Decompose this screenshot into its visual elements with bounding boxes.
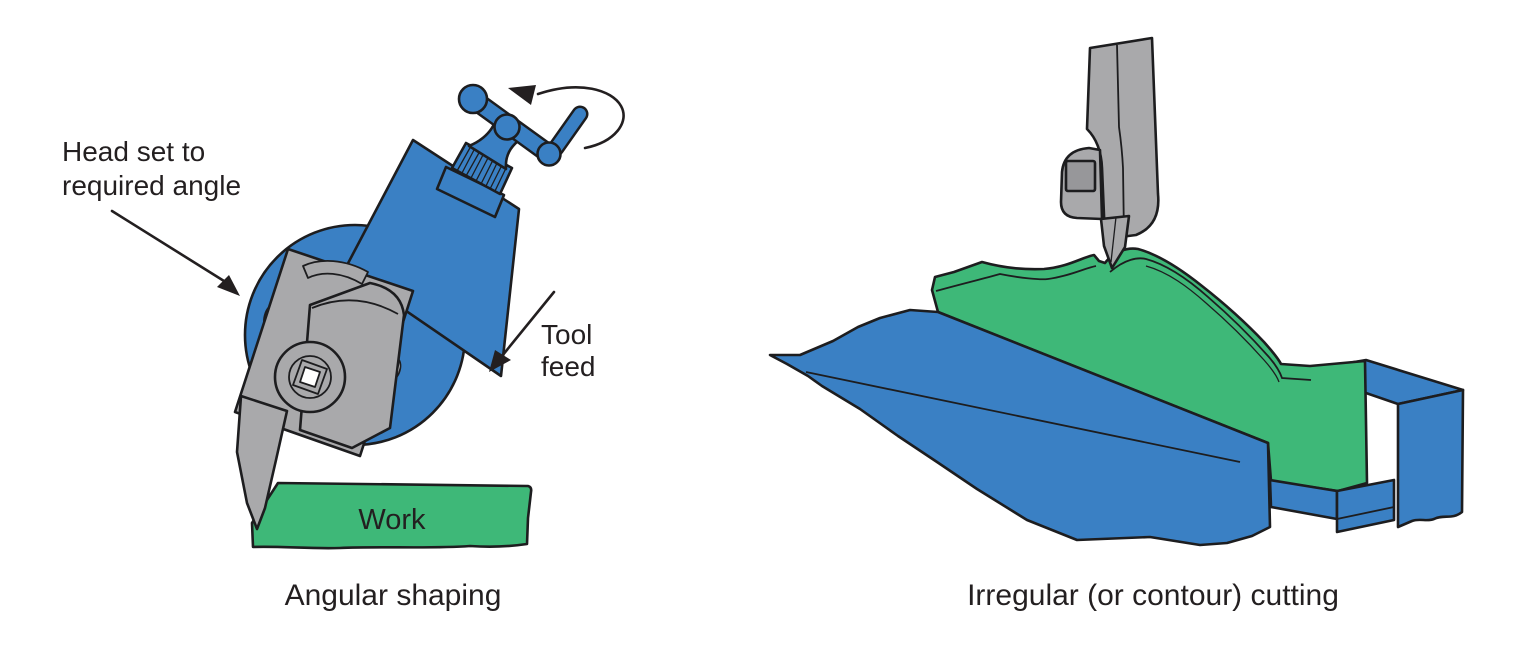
contour-workpiece bbox=[930, 247, 1369, 493]
head-angle-arrow-head bbox=[217, 275, 240, 296]
boss-square-hole bbox=[299, 366, 321, 388]
front-jaw-top-strip-line bbox=[805, 371, 1241, 463]
contour-ridge-line-double bbox=[1145, 265, 1280, 383]
contour-ridge-line-left bbox=[935, 265, 1097, 292]
step-block bbox=[1268, 478, 1396, 534]
dial-knurling bbox=[451, 142, 513, 195]
apron-ridge bbox=[311, 299, 399, 315]
tool-feed-line2: feed bbox=[541, 351, 596, 382]
tool-bit-edge-line bbox=[1110, 216, 1117, 263]
tool-post-boss-inner bbox=[288, 355, 332, 399]
tool-feed-arrow-head bbox=[489, 350, 511, 372]
vise-front-jaw bbox=[768, 308, 1272, 547]
contour-cutting-diagram: Irregular (or contour) cutting bbox=[768, 36, 1465, 612]
work-label: Work bbox=[358, 504, 426, 536]
step-edge-line bbox=[1336, 506, 1395, 520]
contour-ridge-line-right bbox=[1109, 257, 1312, 381]
tool-clamp-bolt bbox=[1064, 159, 1097, 193]
workpiece-shape bbox=[930, 247, 1369, 493]
head-label-line2: required angle bbox=[62, 170, 241, 201]
crank-ball-right bbox=[536, 141, 562, 167]
head-label-line1: Head set to bbox=[62, 136, 205, 167]
tool-feed-line1: Tool bbox=[541, 319, 592, 350]
tool-holder bbox=[1059, 36, 1160, 270]
tool-bit bbox=[1099, 214, 1131, 270]
left-caption: Angular shaping bbox=[285, 579, 502, 612]
clapper-box bbox=[233, 247, 415, 458]
rear-block-front-face bbox=[1396, 388, 1465, 529]
crank-grip bbox=[550, 108, 586, 154]
crank-ball-left bbox=[457, 83, 489, 115]
boss-square bbox=[292, 359, 328, 395]
tool-feed-arrow-line bbox=[500, 290, 556, 358]
cutting-tool bbox=[235, 394, 289, 531]
head-angle-arrow-line bbox=[110, 209, 226, 283]
work-block: Work bbox=[250, 481, 533, 550]
head-angle-annotation: Head set to required angle bbox=[62, 136, 241, 296]
tool-holder-edge-line bbox=[1116, 44, 1125, 238]
front-jaw-shape bbox=[768, 308, 1272, 547]
angle-adjust-slot bbox=[302, 260, 369, 285]
work-shape bbox=[250, 481, 533, 550]
rotation-arrow bbox=[508, 85, 625, 150]
right-caption: Irregular (or contour) cutting bbox=[967, 579, 1339, 612]
angular-shaping-diagram: Work Head set to required angle Tool fee… bbox=[62, 83, 625, 612]
crank-handle bbox=[457, 83, 589, 167]
tool-feed-annotation: Tool feed bbox=[489, 290, 596, 382]
crank-hub bbox=[493, 113, 521, 141]
